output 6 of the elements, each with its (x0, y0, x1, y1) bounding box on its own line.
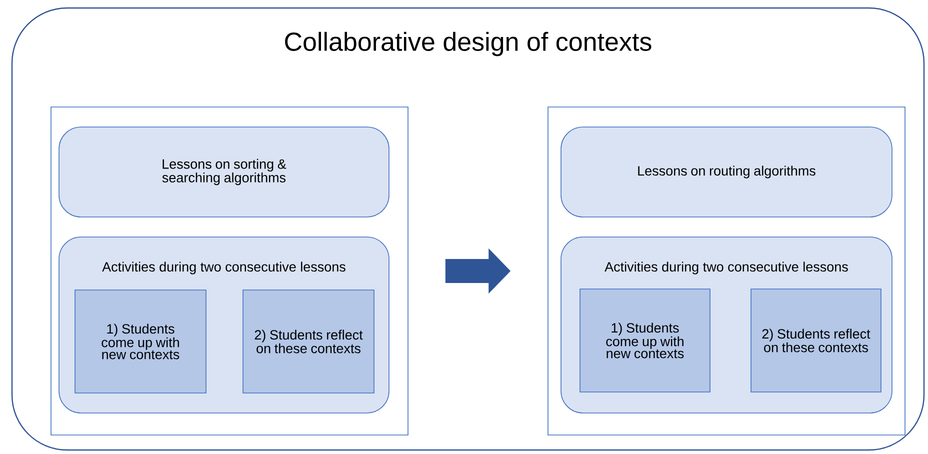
step-box: 1) Students come up with new contexts (74, 290, 206, 394)
lesson-box: Lessons on routing algorithms (560, 126, 892, 218)
step-box: 2) Students reflect on these contexts (750, 288, 882, 392)
step-box: 1) Students come up with new contexts (580, 288, 710, 392)
lesson-box: Lessons on sorting & searching algorithms (58, 126, 390, 218)
step-box: 2) Students reflect on these contexts (242, 290, 374, 394)
